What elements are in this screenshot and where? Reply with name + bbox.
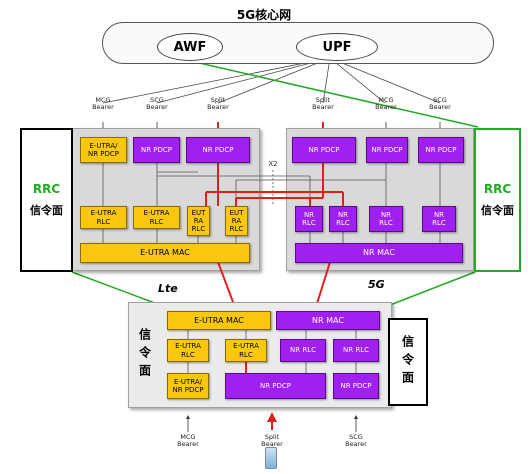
ue-mcg-bearer-label: MCG Bearer: [177, 433, 199, 449]
nr-rlc-4: NR RLC: [422, 206, 456, 232]
awf-node: AWF: [157, 33, 223, 61]
lte-eutra-mac: E-UTRA MAC: [80, 243, 250, 263]
ue-eutra-rlc-1: E-UTRA RLC: [167, 339, 209, 362]
x2-interface-label: X2: [268, 160, 278, 168]
nr-nr-pdcp-mcg: NR PDCP: [366, 137, 408, 163]
ue-nr-rlc-2: NR RLC: [333, 339, 379, 362]
right-rrc-box: RRC 信令面: [474, 128, 521, 272]
ue-split-bearer-label: Split Bearer: [261, 433, 283, 449]
nr-rlc-2: NR RLC: [329, 206, 357, 232]
ue-nr-pdcp-scg: NR PDCP: [333, 373, 379, 399]
ue-left-signaling-label: 信令面: [137, 328, 152, 382]
nr-mcg-bearer-label: MCG Bearer: [375, 96, 397, 112]
lte-logo: Lte: [158, 282, 178, 295]
nr-split-bearer-label: Split Bearer: [312, 96, 334, 112]
lte-mcg-bearer-label: MCG Bearer: [92, 96, 114, 112]
lte-scg-bearer-label: SCG Bearer: [146, 96, 168, 112]
x2-interface-line: [272, 170, 274, 206]
lte-eutra-rlc-3: EUT RA RLC: [187, 206, 210, 236]
ue-eutra-nr-pdcp: E-UTRA/ NR PDCP: [167, 373, 209, 399]
ue-phone-icon: [265, 447, 277, 469]
ue-left-signaling-box: 信令面: [128, 302, 162, 408]
ue-scg-bearer-label: SCG Bearer: [345, 433, 367, 449]
nr-rlc-1: NR RLC: [295, 206, 323, 232]
upf-node: UPF: [296, 33, 378, 61]
ue-right-signaling-box: 信令面: [388, 318, 428, 406]
right-rrc-label: RRC: [483, 182, 512, 196]
nr-nr-pdcp-split: NR PDCP: [292, 137, 356, 163]
5g-logo: 5G: [368, 278, 385, 291]
lte-eutra-rlc-4: EUT RA RLC: [225, 206, 248, 236]
ue-right-signaling-label: 信令面: [400, 335, 415, 389]
lte-eutra-rlc-2: E-UTRA RLC: [133, 206, 180, 229]
left-signaling-plane-label: 信令面: [30, 204, 63, 217]
nr-nr-mac: NR MAC: [295, 243, 463, 263]
core-network-title: 5G核心网: [236, 8, 292, 22]
lte-nr-pdcp-split: NR PDCP: [186, 137, 250, 163]
lte-split-bearer-label: Split Bearer: [207, 96, 229, 112]
ue-nr-mac: NR MAC: [276, 311, 380, 330]
lte-nr-pdcp-scg: NR PDCP: [133, 137, 180, 163]
right-signaling-plane-label: 信令面: [481, 204, 514, 217]
split-bearer-red-paths: [205, 163, 344, 311]
ue-eutra-rlc-2: E-UTRA RLC: [225, 339, 267, 362]
lte-eutra-rlc-1: E-UTRA RLC: [80, 206, 127, 229]
left-rrc-box: RRC 信令面: [20, 128, 73, 272]
nr-rlc-3: NR RLC: [369, 206, 403, 232]
nr-scg-bearer-label: SCG Bearer: [429, 96, 451, 112]
nr-nr-pdcp-scg: NR PDCP: [418, 137, 464, 163]
green-rrc-lines: [71, 61, 479, 306]
ue-eutra-mac: E-UTRA MAC: [167, 311, 271, 330]
left-rrc-label: RRC: [32, 182, 61, 196]
ue-nr-pdcp-split: NR PDCP: [225, 373, 326, 399]
lte-eutra-nr-pdcp: E-UTRA/ NR PDCP: [80, 137, 127, 163]
ue-nr-rlc-1: NR RLC: [280, 339, 326, 362]
